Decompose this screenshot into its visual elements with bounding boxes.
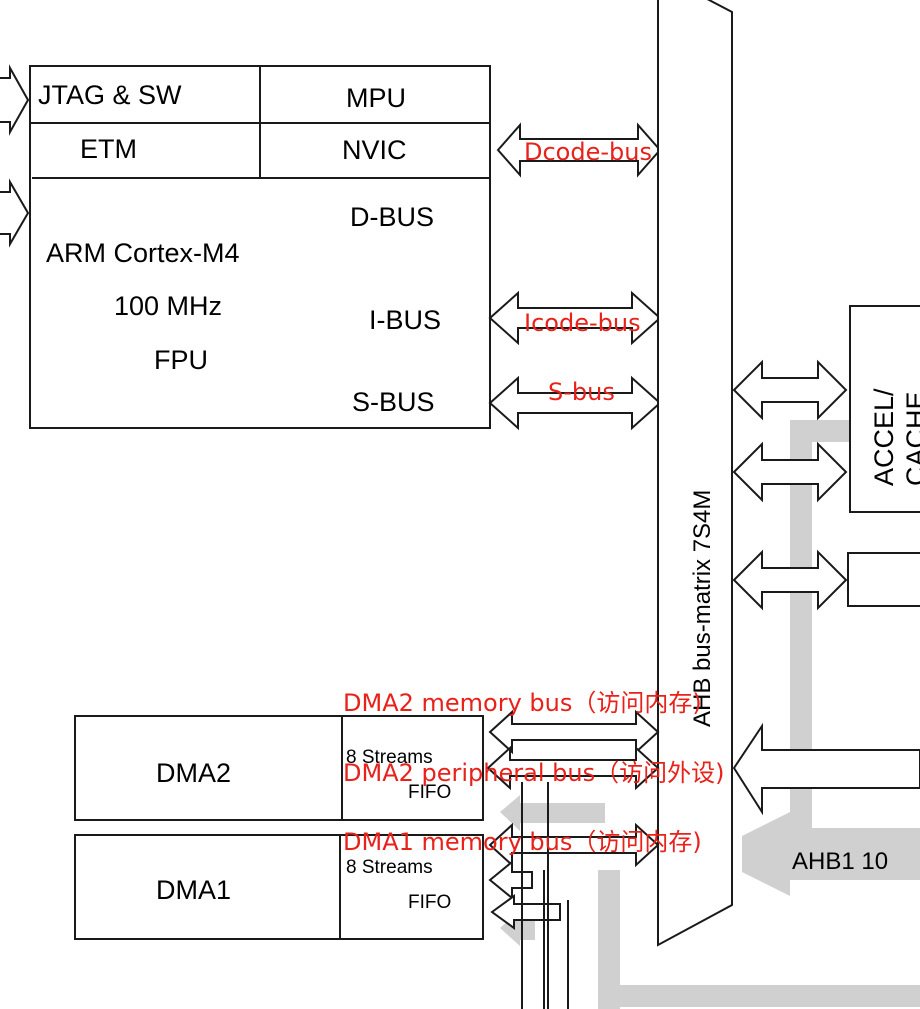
left-edge-arrows bbox=[0, 64, 30, 248]
dcode-bus-annotation: Dcode-bus bbox=[524, 138, 652, 166]
sbus-label: S-BUS bbox=[352, 387, 435, 417]
accel-cache-label: ACCEL/ CACHE bbox=[869, 381, 920, 486]
jtag-label: JTAG & SW bbox=[38, 80, 182, 110]
right-bus-arrows bbox=[732, 359, 920, 816]
bus-matrix-label: AHB bus-matrix 7S4M bbox=[689, 490, 716, 727]
dma2-memory-bus-annotation: DMA2 memory bus（访问内存) bbox=[343, 689, 702, 717]
cortex-core-block bbox=[29, 65, 491, 429]
ibus-label: I-BUS bbox=[369, 305, 441, 335]
etm-label: ETM bbox=[80, 134, 137, 164]
dbus-label: D-BUS bbox=[350, 202, 434, 232]
accel-cache-box bbox=[849, 305, 920, 513]
dma2-streams: 8 Streams bbox=[346, 747, 433, 768]
dma1-fifo: FIFO bbox=[408, 892, 451, 913]
dma-vertical-lines bbox=[521, 782, 569, 1009]
mpu-label: MPU bbox=[346, 83, 406, 113]
dma2-label: DMA2 bbox=[156, 758, 231, 788]
core-frequency: 100 MHz bbox=[114, 291, 222, 321]
dma1-streams: 8 Streams bbox=[346, 857, 433, 878]
dma1-memory-bus-annotation: DMA1 memory bus（访问内存) bbox=[343, 828, 702, 856]
dma2-peripheral-bus-annotation: DMA2 peripheral bus（访问外设) bbox=[343, 759, 724, 787]
ahb1-label: AHB1 10 bbox=[792, 848, 888, 875]
dma1-block bbox=[74, 834, 484, 940]
unlabeled-right-box bbox=[847, 552, 920, 607]
dma2-block bbox=[74, 715, 484, 821]
grey-bus-paths bbox=[500, 420, 920, 1009]
ahb-bus-matrix bbox=[657, 0, 733, 947]
fpu-label: FPU bbox=[154, 345, 208, 375]
dma1-label: DMA1 bbox=[156, 875, 231, 905]
cache-line: CACHE bbox=[901, 391, 920, 486]
accel-line: ACCEL/ bbox=[869, 388, 899, 486]
nvic-label: NVIC bbox=[342, 135, 407, 165]
icode-bus-annotation: Icode-bus bbox=[524, 309, 641, 337]
sbus-annotation: S-bus bbox=[548, 378, 615, 406]
core-name: ARM Cortex-M4 bbox=[46, 238, 240, 268]
dma2-fifo: FIFO bbox=[408, 782, 451, 803]
